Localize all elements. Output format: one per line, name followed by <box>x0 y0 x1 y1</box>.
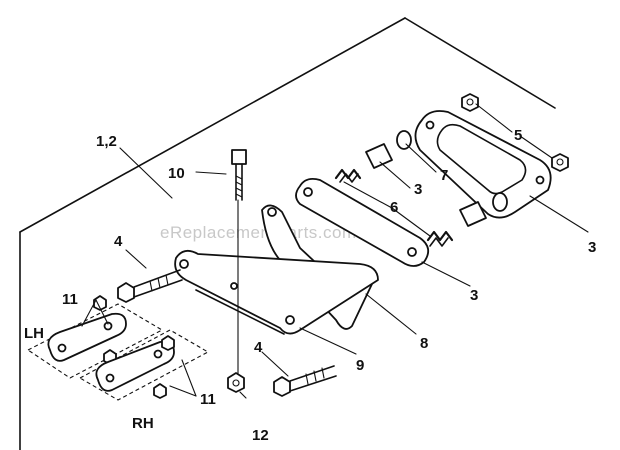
spacer-lower <box>459 192 508 227</box>
label-spring: 6 <box>390 199 398 216</box>
nut-top-right <box>551 153 569 172</box>
label-nut-top: 5 <box>514 127 522 144</box>
lh-group <box>26 295 164 379</box>
spring-upper <box>334 168 362 183</box>
label-plate-right: 3 <box>588 239 596 256</box>
label-bolt-left: 4 <box>114 233 123 250</box>
label-spacer-upper: 3 <box>414 181 422 198</box>
assembly-frame <box>19 17 556 450</box>
nut-bottom <box>227 372 245 393</box>
bolt-left <box>117 269 183 303</box>
label-link: 9 <box>356 357 364 374</box>
spring-lower <box>426 230 454 247</box>
spacer-upper <box>365 130 412 169</box>
label-assembly: 1,2 <box>96 133 117 150</box>
label-nut-bottom: 12 <box>252 427 269 444</box>
bolt-bottom <box>273 365 337 397</box>
label-bracket: 8 <box>420 335 428 352</box>
link-plate <box>174 249 379 335</box>
back-plate <box>414 110 552 219</box>
rh-group <box>78 329 210 401</box>
label-plate-center: 3 <box>470 287 478 304</box>
bolt-top <box>231 149 247 201</box>
label-hardware-right: 11 <box>200 391 216 408</box>
leader-lines <box>81 103 589 399</box>
label-bolt-bottom: 4 <box>254 339 263 356</box>
label-hardware-left: 11 <box>62 291 78 308</box>
label-rh: RH <box>132 415 154 432</box>
label-lh: LH <box>24 325 44 342</box>
label-spring-shaft: 7 <box>440 167 448 184</box>
label-bolt-top: 10 <box>168 165 185 182</box>
nut-top-upper <box>461 93 479 112</box>
watermark-text: eReplacementParts.com <box>160 223 357 242</box>
front-plate <box>295 177 430 267</box>
